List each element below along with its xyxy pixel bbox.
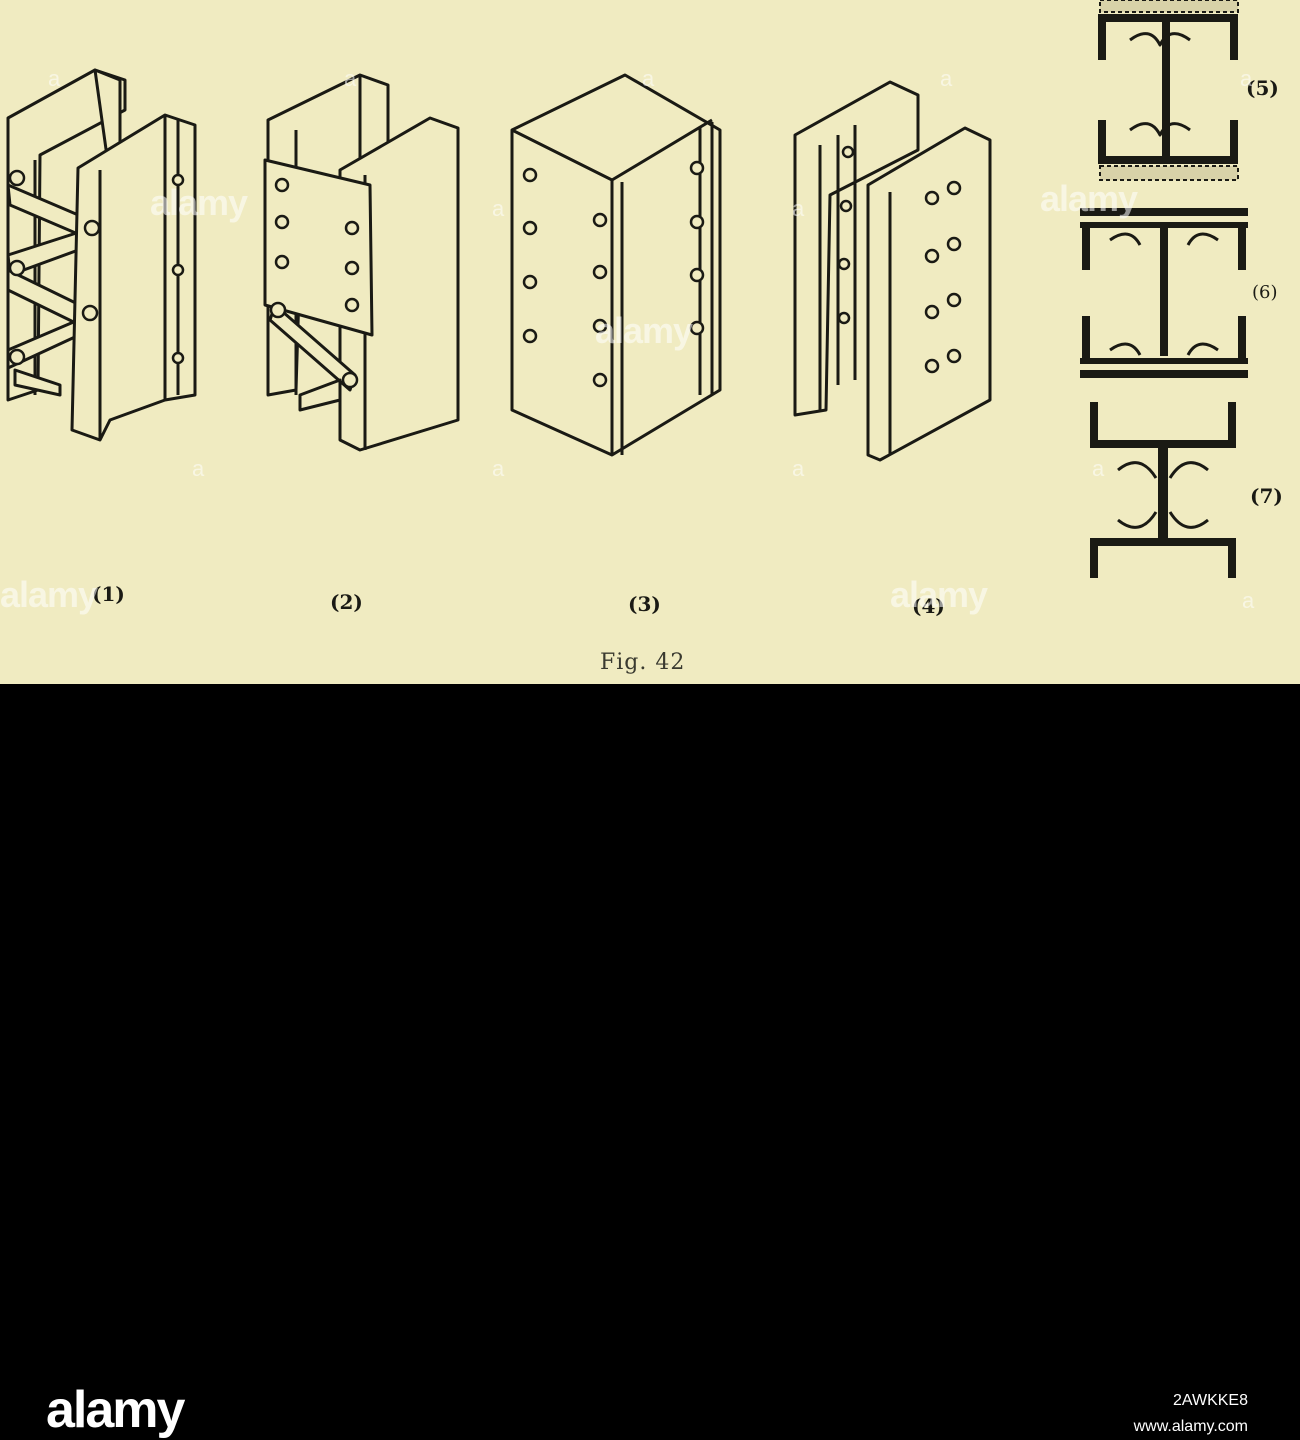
section-5 [1098,0,1238,180]
watermark-letter: a [492,196,504,222]
column-4-channel-angles [795,82,990,460]
column-3-plated-box [512,75,720,455]
figure-label-6: (6) [1252,282,1278,303]
section-7 [1090,402,1236,578]
stock-footer-bar: alamy 2AWKKE8 www.alamy.com [0,684,1300,774]
watermark-letter: a [1240,66,1252,92]
column-1-lattice-braced [8,70,195,440]
figure-label-7: (7) [1250,484,1283,508]
watermark: alamy [1040,178,1137,220]
watermark: alamy [0,574,97,616]
watermark: alamy [890,574,987,616]
watermark-letter: a [642,66,654,92]
engraving-plate: .s { fill: none; stroke: #1a1a14; stroke… [0,0,1300,684]
watermark: alamy [595,310,692,352]
watermark-letter: a [48,66,60,92]
watermark-letter: a [492,456,504,482]
column-2-tie-plate [265,75,458,450]
figure-label-3: (3) [628,592,661,616]
watermark-letter: a [792,456,804,482]
alamy-logo: alamy [46,1380,183,1440]
figure-label-2: (2) [330,590,363,614]
site-url: www.alamy.com [1134,1418,1248,1436]
watermark-letter: a [1092,456,1104,482]
watermark-letter: a [344,66,356,92]
figure-caption: Fig. 42 [600,650,685,675]
watermark-letter: a [192,456,204,482]
image-id: 2AWKKE8 [1173,1392,1248,1410]
watermark-letter: a [940,66,952,92]
watermark-letter: a [792,196,804,222]
watermark: alamy [150,182,247,224]
watermark-letter: a [1242,588,1254,614]
section-6 [1080,208,1248,378]
